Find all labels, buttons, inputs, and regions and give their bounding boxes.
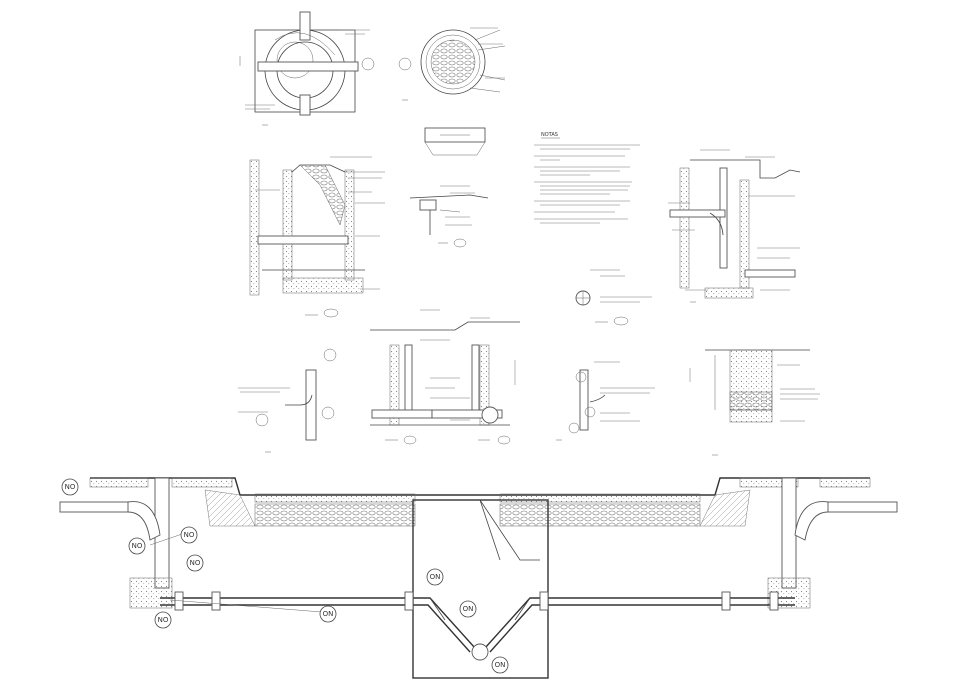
detail-drop-manhole-right [668, 149, 801, 303]
callout-tag-no-5: NO [154, 611, 172, 629]
callout-tag-on-2: ON [426, 568, 444, 586]
detail-riser-right [556, 361, 655, 441]
svg-text:ON: ON [463, 605, 474, 613]
detail-grate-section [424, 127, 486, 156]
svg-text:ON: ON [430, 573, 441, 581]
detail-pipe-cross [575, 269, 652, 326]
detail-riser-left [238, 348, 337, 453]
callout-tag-on-1: ON [319, 605, 337, 623]
callout-tag-no-1: NO [61, 478, 79, 496]
svg-text:NO: NO [158, 616, 169, 624]
callout-tag-no-3: NO [180, 526, 198, 544]
callout-tag-no-2: NO [128, 537, 146, 555]
detail-inlet-section [409, 185, 489, 248]
callout-tag-no-4: NO [186, 554, 204, 572]
svg-text:ON: ON [495, 661, 506, 669]
svg-text:NO: NO [190, 559, 201, 567]
detail-chamber-section [249, 156, 385, 318]
svg-text:NO: NO [132, 542, 143, 550]
detail-central-chamber [370, 309, 520, 445]
svg-text:NO: NO [184, 531, 195, 539]
svg-text:NO: NO [65, 483, 76, 491]
svg-text:ON: ON [323, 610, 334, 618]
callout-tag-on-3: ON [459, 600, 477, 618]
notes-heading: NOTAS [541, 132, 558, 138]
notes-block: NOTAS [534, 132, 640, 224]
detail-chamber-plan [239, 11, 375, 126]
callout-tag-on-4: ON [491, 656, 509, 674]
detail-soil-profile [689, 349, 820, 456]
main-longitudinal-section [59, 477, 898, 679]
detail-circular-grate [398, 27, 506, 101]
